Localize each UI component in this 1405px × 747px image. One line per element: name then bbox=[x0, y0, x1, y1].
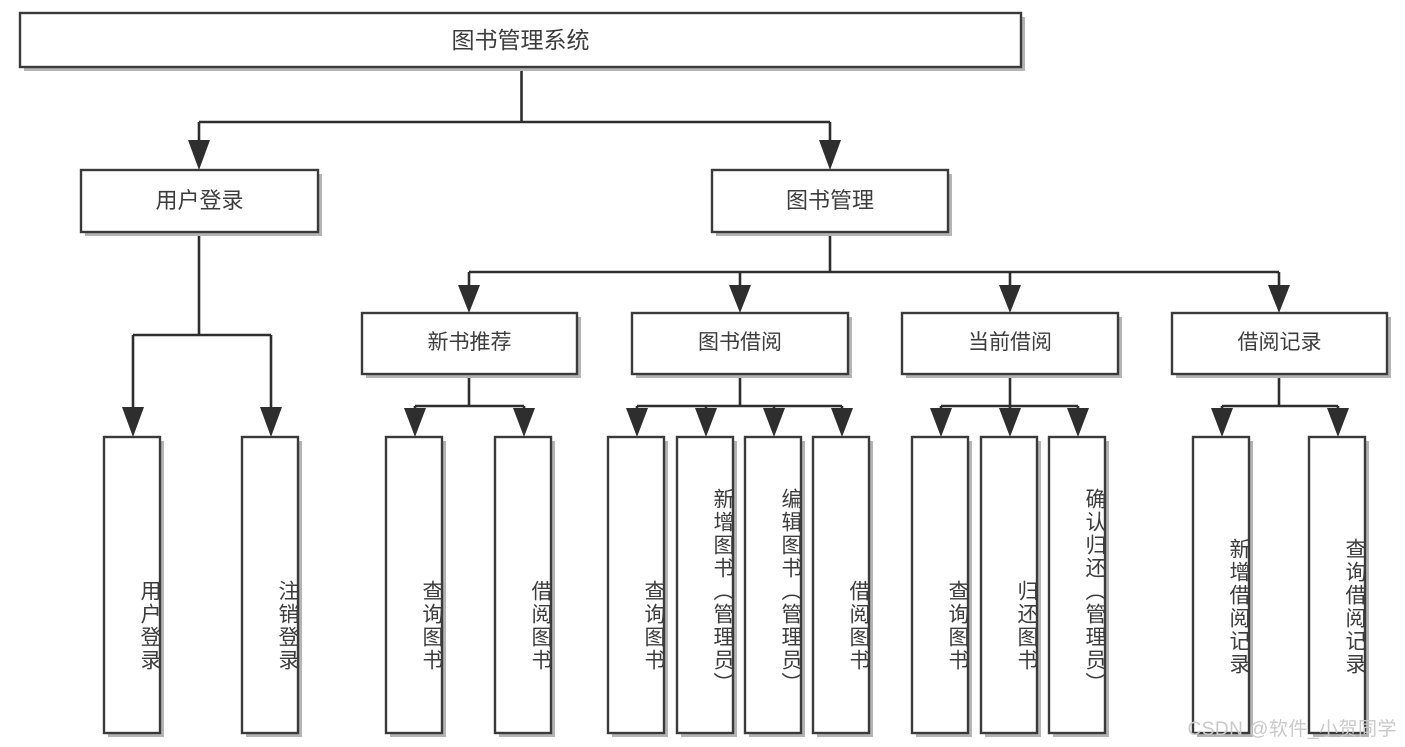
node-leaf-query-book-1[interactable] bbox=[384, 435, 446, 737]
node-leaf-user-login[interactable] bbox=[102, 435, 164, 737]
csdn-watermark: CSDN @软件_小贺同学 bbox=[1187, 719, 1397, 740]
node-leaf-return-book[interactable] bbox=[979, 435, 1041, 737]
connector-bookborrow-to-leaves bbox=[626, 374, 853, 437]
connector-newbook-to-leaves bbox=[404, 374, 535, 437]
node-new-book-recommend[interactable] bbox=[360, 311, 581, 378]
node-leaf-query-book-2[interactable] bbox=[606, 435, 668, 737]
node-leaf-confirm-return[interactable] bbox=[1047, 435, 1109, 737]
node-book-manage[interactable] bbox=[710, 168, 952, 236]
node-book-borrow[interactable] bbox=[630, 311, 852, 378]
node-leaf-query-book-3[interactable] bbox=[910, 435, 972, 737]
node-leaf-edit-book[interactable] bbox=[743, 435, 805, 737]
connector-root-to-level2 bbox=[188, 67, 841, 170]
node-leaf-add-book[interactable] bbox=[675, 435, 737, 737]
node-leaf-add-record[interactable] bbox=[1191, 435, 1253, 737]
node-root[interactable] bbox=[18, 11, 1025, 71]
connector-bookmanage-to-level3 bbox=[458, 232, 1290, 313]
connector-userlogin-to-leaves bbox=[122, 232, 282, 437]
node-leaf-query-record[interactable] bbox=[1307, 435, 1369, 737]
node-leaf-borrow-book-1[interactable] bbox=[493, 435, 555, 737]
node-borrow-record[interactable] bbox=[1170, 311, 1391, 378]
connector-currentborrow-to-leaves bbox=[930, 374, 1089, 437]
connector-borrowrecord-to-leaves bbox=[1211, 374, 1349, 437]
node-leaf-borrow-book-2[interactable] bbox=[811, 435, 873, 737]
node-leaf-logout-login[interactable] bbox=[240, 435, 302, 737]
node-current-borrow[interactable] bbox=[900, 311, 1122, 378]
node-user-login[interactable] bbox=[79, 168, 322, 236]
